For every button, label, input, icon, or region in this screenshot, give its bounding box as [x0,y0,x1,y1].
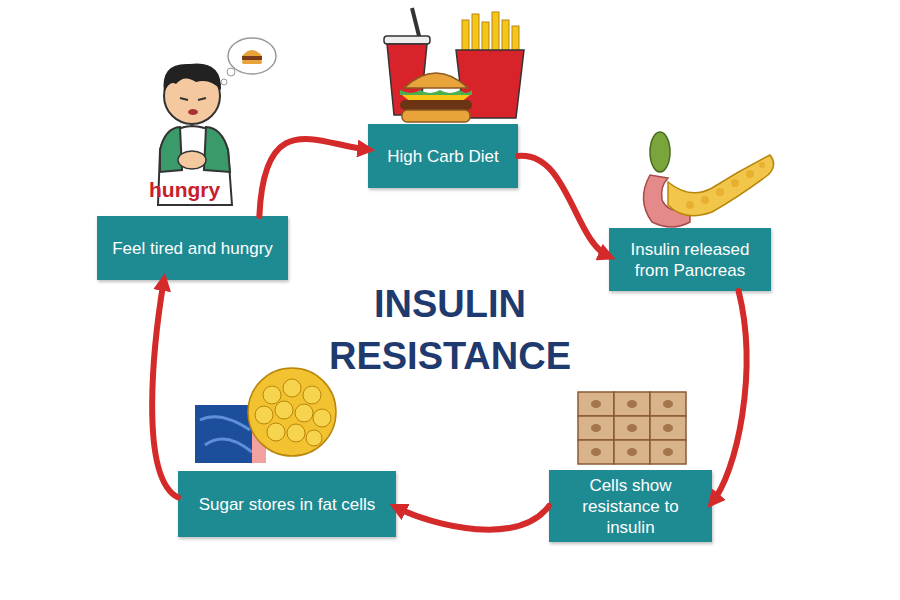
junk-food [384,8,524,122]
sleeve [160,127,182,172]
box-text-group: Cells show resistance to insulin [561,475,700,538]
box-text-group: Sugar stores in fat cells [199,494,376,515]
lettuce [400,90,472,95]
bun-top [404,73,468,88]
mouth [188,109,198,115]
tissue-fiber [200,417,252,452]
process-box: Feel tired and hungry [97,216,288,280]
bubble-dot [227,68,235,76]
box-text-group: Insulin released from Pancreas [621,239,759,281]
box-text: Feel tired and hungry [112,238,273,259]
mini-bun [242,60,262,64]
mini-patty [242,56,262,60]
gall-bladder [650,132,670,172]
eyes [180,98,206,100]
box-text: Insulin released from Pancreas [621,239,759,281]
hand [178,151,206,169]
fat-cluster [248,368,336,456]
diagram-title: INSULIN RESISTANCE [320,278,580,382]
pancreas [668,155,774,216]
box-text: Cells show resistance to insulin [561,475,700,538]
patty [400,100,472,110]
fat-cells [255,379,331,446]
process-box: Insulin released from Pancreas [609,228,771,291]
cycle-arrow [152,280,178,497]
caption-label: hungry [149,178,220,202]
bun-bottom [402,110,470,122]
cycle-arrow [396,506,549,530]
pancreas-texture [686,162,765,209]
straw [412,8,420,40]
thought-bubble [228,38,276,74]
lid [384,36,430,44]
sleeve [204,127,230,172]
process-box: Cells show resistance to insulin [549,470,712,542]
process-box: High Carb Diet [368,124,518,188]
box-text-group: High Carb Diet [387,146,499,167]
mini-bun [242,50,262,56]
hair [164,64,222,92]
fat-illustration [195,368,336,463]
cycle-arrow [712,291,746,502]
box-text-group: Feel tired and hungry [112,238,273,259]
process-box: Sugar stores in fat cells [178,471,396,537]
pancreas-illustration [643,132,773,227]
bubble-dot [221,79,227,85]
cells-illustration [578,392,686,464]
cycle-arrow [518,156,609,257]
cycle-arrow [259,139,368,216]
box-text: High Carb Diet [387,146,499,167]
box-text: Sugar stores in fat cells [199,494,376,515]
cell-nuclei [591,400,673,456]
